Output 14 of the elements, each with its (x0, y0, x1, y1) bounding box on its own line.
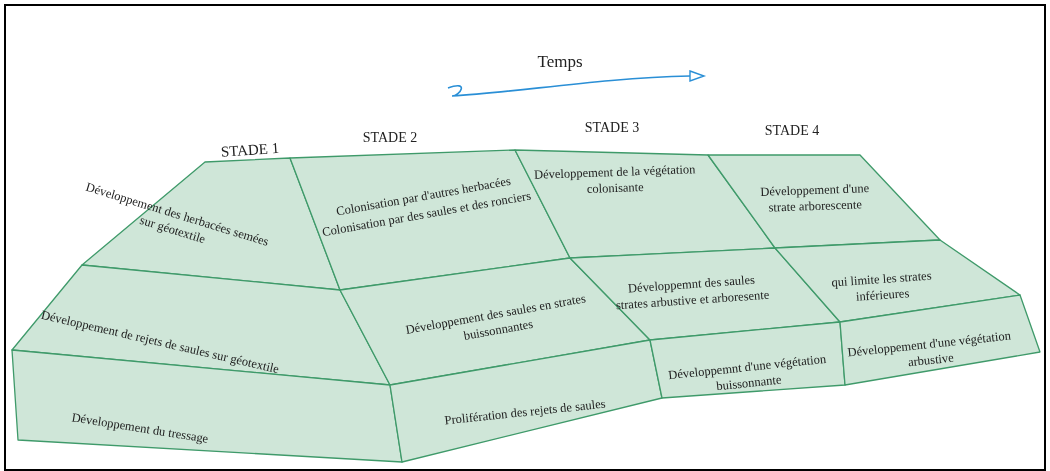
stage-heading: STADE 2 (362, 128, 418, 147)
region-text: Développement de la végétation colonisante (532, 161, 697, 198)
region-text: Développement des saules en strates buissonnantes (403, 290, 588, 345)
region-text: Développement d'une végétation arbustive (845, 327, 1013, 372)
region-text: qui limite les strates inférieures (829, 267, 933, 306)
region-text: Développemnt d'une végétation buissonnante (666, 350, 828, 396)
axis-label: Temps (537, 51, 583, 74)
region-text: Développement d'une strate arborescente (759, 180, 871, 217)
stage-heading: STADE 1 (220, 138, 280, 162)
region-text: Développement du tressage (70, 409, 210, 447)
stage-heading: STADE 3 (584, 118, 640, 137)
stage-heading: STADE 4 (764, 121, 820, 140)
region-text: Prolifération des rejets de saules (443, 395, 607, 429)
region-text: Développemnt des saules strates arbustive et arboresente (614, 271, 771, 314)
